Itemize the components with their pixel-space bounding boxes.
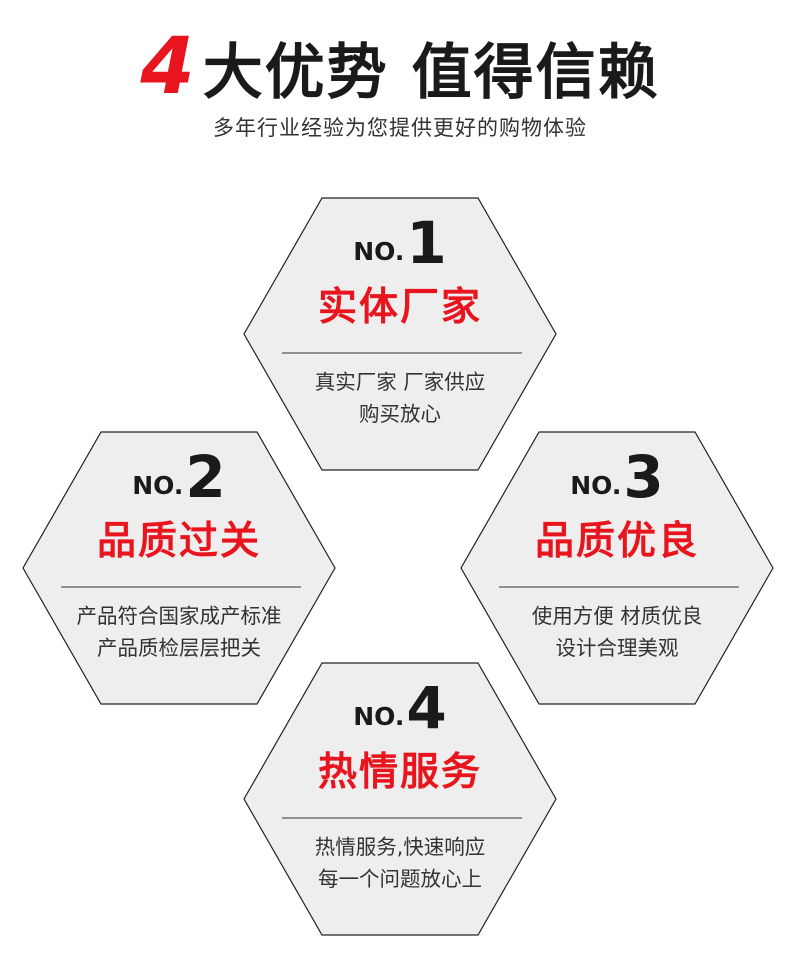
advantage-card-3: NO.3 品质优良 使用方便 材质优良 设计合理美观 [467,442,767,664]
card-title: 热情服务 [317,750,482,795]
card-title: 品质过关 [96,519,261,564]
advantage-card-4: NO.4 热情服务 热情服务,快速响应 每一个问题放心上 [250,673,550,895]
title-number: 4 [140,22,197,112]
card-title: 品质优良 [534,519,699,564]
title-text: 大优势 值得信赖 [202,38,660,108]
page-subtitle: 多年行业经验为您提供更好的购物体验 [213,116,587,140]
card-number: NO.4 [353,674,447,742]
advantage-card-1: NO.1 实体厂家 真实厂家 厂家供应 购买放心 [250,208,550,430]
advantage-card-2: NO.2 品质过关 产品符合国家成产标准 产品质检层层把关 [29,442,329,664]
hexagon-4 [243,662,557,936]
card-description: 使用方便 材质优良 设计合理美观 [531,604,703,660]
card-number: NO.2 [132,443,226,511]
hexagon-3 [460,431,774,705]
hexagon-1 [243,197,557,471]
card-title: 实体厂家 [317,285,482,330]
card-description: 产品符合国家成产标准 产品质检层层把关 [76,604,282,660]
card-number: NO.1 [353,209,447,277]
card-description: 热情服务,快速响应 每一个问题放心上 [314,835,486,891]
hexagon-2 [22,431,336,705]
card-description: 真实厂家 厂家供应 购买放心 [314,370,486,426]
card-number: NO.3 [570,443,664,511]
